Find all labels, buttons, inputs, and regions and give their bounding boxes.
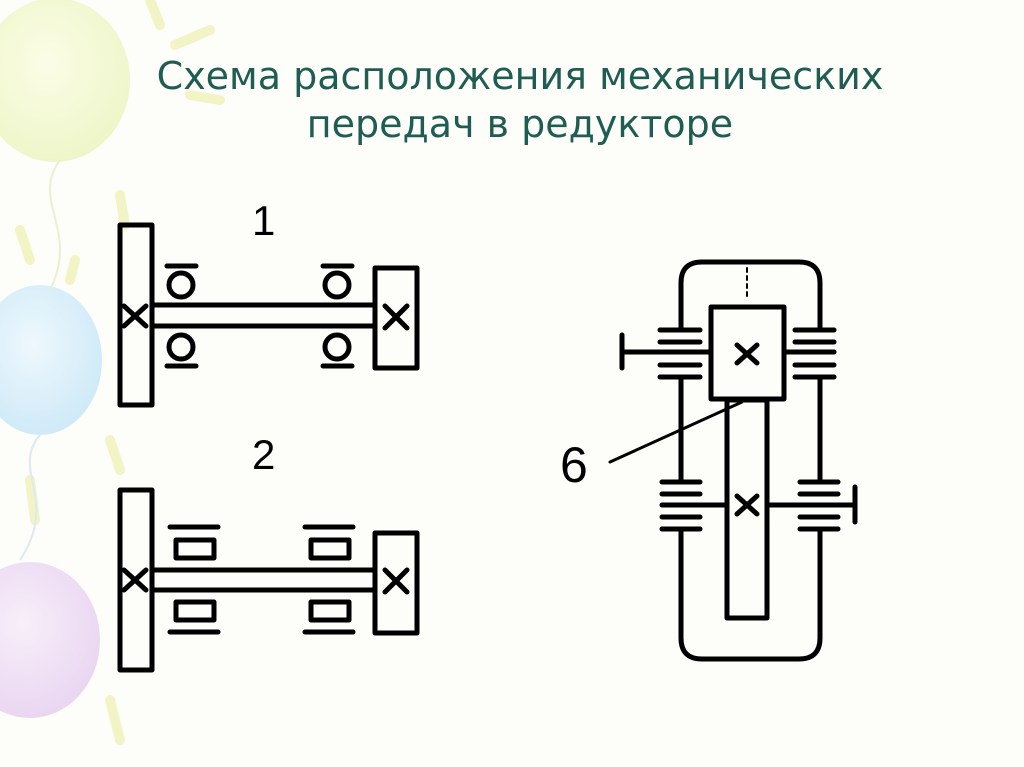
diagram-label-6: 6 <box>560 437 588 493</box>
sun-rays <box>15 0 225 745</box>
cross-mark <box>382 567 410 595</box>
cross-mark <box>121 303 149 329</box>
bearing-seat <box>792 327 837 380</box>
balloon-string <box>49 159 61 291</box>
housing-top <box>678 259 823 333</box>
bearing-seat <box>659 479 703 532</box>
scheme-1 <box>117 222 420 408</box>
ball-bearing <box>164 263 199 300</box>
roller-bearing <box>302 524 356 561</box>
roller-bearing <box>167 524 221 561</box>
leader-line-6 <box>608 400 744 464</box>
yellow-balloon <box>0 0 130 162</box>
scheme-2 <box>117 487 420 673</box>
wheel-gear <box>724 397 770 621</box>
right-gear <box>372 530 420 636</box>
cross-mark <box>382 303 410 331</box>
bearing-seat <box>657 327 703 380</box>
left-gear <box>117 222 155 408</box>
housing-bottom <box>678 527 823 662</box>
blue-balloon <box>0 285 102 435</box>
left-gear <box>117 487 155 673</box>
gearbox-housing-scheme <box>608 259 858 662</box>
ball-bearing <box>320 263 355 300</box>
cross-mark <box>734 342 760 366</box>
diagram-label-1: 1 <box>252 197 276 244</box>
roller-bearing <box>167 599 221 635</box>
page-title: Схема расположения механических передач … <box>60 52 980 148</box>
ball-bearing <box>320 332 355 369</box>
roller-bearing <box>302 599 356 635</box>
bearing-seat <box>797 479 841 532</box>
ball-bearing <box>164 332 199 369</box>
cross-mark <box>734 493 760 517</box>
title-line-1: Схема расположения механических <box>156 54 884 98</box>
cross-mark <box>121 567 149 593</box>
diagram-label-2: 2 <box>252 431 276 478</box>
balloon-string <box>19 434 41 561</box>
pink-balloon <box>0 562 100 718</box>
right-gear <box>372 265 420 371</box>
title-line-2: передач в редукторе <box>306 102 734 146</box>
